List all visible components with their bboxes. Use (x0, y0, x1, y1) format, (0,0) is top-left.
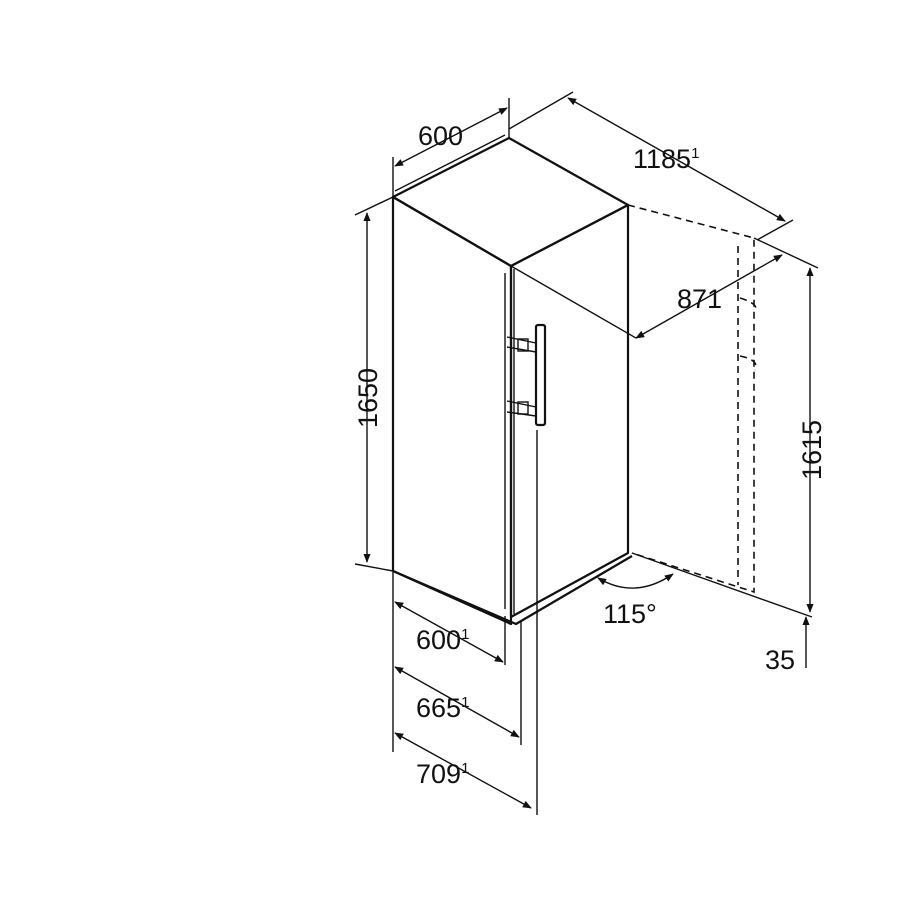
dim-depth-handle: 7091 (394, 430, 538, 815)
dim-door-clearance-label: 871 (677, 284, 722, 314)
dim-depth-handle-note: 1 (461, 760, 469, 777)
cabinet-door-face (509, 203, 630, 619)
dim-width-top-label: 600 (418, 121, 463, 151)
dim-height-door-side-label: 1615 (797, 420, 827, 480)
dim-foot-height: 35 (765, 616, 810, 675)
dim-height-ext-top (354, 196, 394, 216)
cabinet-bottom-edge (392, 555, 633, 626)
dim-depth-door-note: 1 (461, 694, 469, 711)
dim-height-door-side: 1615 (797, 267, 827, 613)
cabinet-top-face (391, 136, 630, 268)
dim-depth-handle-label: 7091 (416, 759, 469, 789)
dim-depth-open-value: 1185 (633, 144, 691, 174)
door-handle (506, 323, 547, 427)
dim-door-angle-label: 115° (603, 599, 657, 629)
dim-door-clearance-ext (753, 237, 819, 269)
dim-depth-open-line (567, 97, 786, 222)
dim-depth-body-line (394, 601, 504, 663)
dim-depth-body-note: 1 (461, 626, 469, 643)
dim-door-clearance-ext-door (510, 265, 637, 339)
dim-door-clearance-line (635, 254, 783, 339)
dim-depth-door-line (394, 666, 520, 738)
dim-depth-handle-line (394, 732, 532, 809)
dim-height-ext-bottom (354, 563, 394, 572)
open-door-outline (627, 204, 813, 618)
dim-height: 1650 (353, 196, 394, 572)
floor-line (631, 552, 813, 618)
handle-bar (534, 323, 547, 427)
dim-depth-open-note: 1 (691, 145, 699, 162)
dim-depth-door-value: 665 (416, 693, 461, 723)
dim-depth-handle-value: 709 (416, 759, 461, 789)
dim-width-top: 600 (392, 98, 510, 197)
dim-depth-open-label: 11851 (633, 144, 699, 174)
dim-depth-body-label: 6001 (416, 625, 469, 655)
dim-depth-open-ext-bottom (756, 219, 794, 241)
dim-door-angle-arc (597, 573, 674, 589)
dim-height-label: 1650 (353, 368, 383, 428)
dim-depth-body-value: 600 (416, 625, 461, 655)
dim-door-angle: 115° (597, 573, 674, 629)
dim-depth-door-label: 6651 (416, 693, 469, 723)
open-door-dashed-edge (627, 204, 755, 594)
cabinet-side-face (391, 195, 513, 626)
dim-foot-height-label: 35 (765, 645, 795, 675)
dim-door-clearance: 871 (510, 237, 819, 339)
open-door-handle-dashed (739, 297, 757, 371)
dim-width-top-line (394, 107, 508, 167)
dim-depth-door: 6651 (394, 620, 522, 745)
handle-bracket-bottom (517, 401, 529, 415)
cabinet-body (391, 134, 633, 626)
handle-bracket-top (517, 338, 529, 352)
dim-depth-open: 11851 (508, 91, 794, 241)
handle-brackets (506, 336, 537, 417)
dim-depth-body: 6001 (392, 571, 506, 752)
dim-depth-open-ext-top (508, 91, 574, 130)
